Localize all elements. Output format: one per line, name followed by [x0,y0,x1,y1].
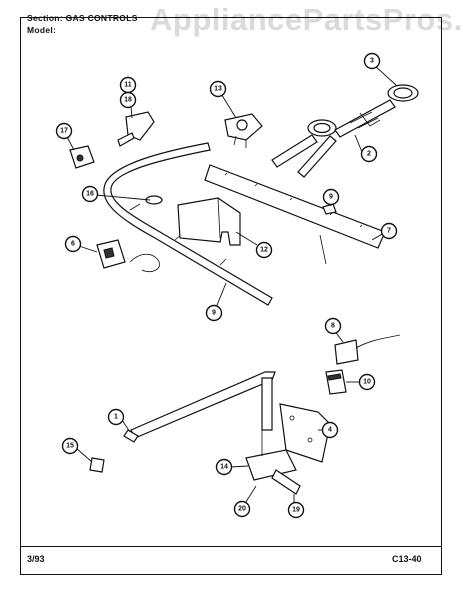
regulator-part-13 [224,113,263,148]
valve-part-11-18 [117,111,155,147]
lower-pipe-part-1 [123,371,276,443]
model-label: Model: [27,25,57,35]
callout-19: 19 [287,501,305,519]
svg-text:15: 15 [66,443,74,450]
svg-text:12: 12 [260,247,268,254]
burner-assembly [271,84,419,178]
svg-text:10: 10 [363,379,371,386]
callout-18: 18 [119,91,137,109]
svg-text:9: 9 [212,310,216,317]
callout-9-lower: 9 [205,304,223,322]
callout-20: 20 [233,500,251,518]
valve-part-6 [96,239,160,273]
svg-text:19: 19 [292,507,300,514]
footer-divider [20,546,442,547]
callout-14: 14 [215,458,233,476]
footer-date: 3/93 [27,554,45,564]
svg-text:17: 17 [60,128,68,135]
module-part-10 [325,369,347,395]
svg-text:4: 4 [328,427,332,434]
fitting-part-9-upper [322,203,337,215]
callout-6: 6 [64,235,82,253]
svg-text:13: 13 [214,86,222,93]
callout-13: 13 [209,80,227,98]
footer-page-code: C13-40 [392,554,422,564]
svg-text:2: 2 [367,151,371,158]
callout-7: 7 [380,222,398,240]
callout-3: 3 [363,52,381,70]
clip-part-15 [89,457,105,473]
manifold-pipe [103,142,273,306]
bracket-part-4 [279,403,331,463]
svg-text:3: 3 [370,58,374,65]
svg-text:18: 18 [124,97,132,104]
valve-part-17 [69,145,95,169]
valve-part-14 [245,430,301,495]
svg-text:6: 6 [71,241,75,248]
svg-text:16: 16 [86,191,94,198]
svg-text:1: 1 [114,414,118,421]
callout-9-upper: 9 [322,188,340,206]
svg-text:8: 8 [331,323,335,330]
section-title: Section: GAS CONTROLS [27,13,138,23]
callout-17: 17 [55,122,73,140]
callout-11: 11 [119,76,137,94]
callout-10: 10 [358,373,376,391]
svg-text:7: 7 [387,228,391,235]
svg-text:11: 11 [124,82,132,89]
callout-16: 16 [81,185,99,203]
heat-shield [177,197,241,246]
callout-15: 15 [61,437,79,455]
callout-1: 1 [107,408,125,426]
svg-text:14: 14 [220,464,228,471]
watermark: AppliancePartsPros.com [150,2,463,37]
callout-12: 12 [255,241,273,259]
svg-text:9: 9 [329,194,333,201]
callout-4: 4 [321,421,339,439]
svg-text:20: 20 [238,506,246,513]
igniter-part-8 [334,334,401,365]
callout-2: 2 [360,145,378,163]
diagram-frame [20,17,442,575]
callout-8: 8 [324,317,342,335]
